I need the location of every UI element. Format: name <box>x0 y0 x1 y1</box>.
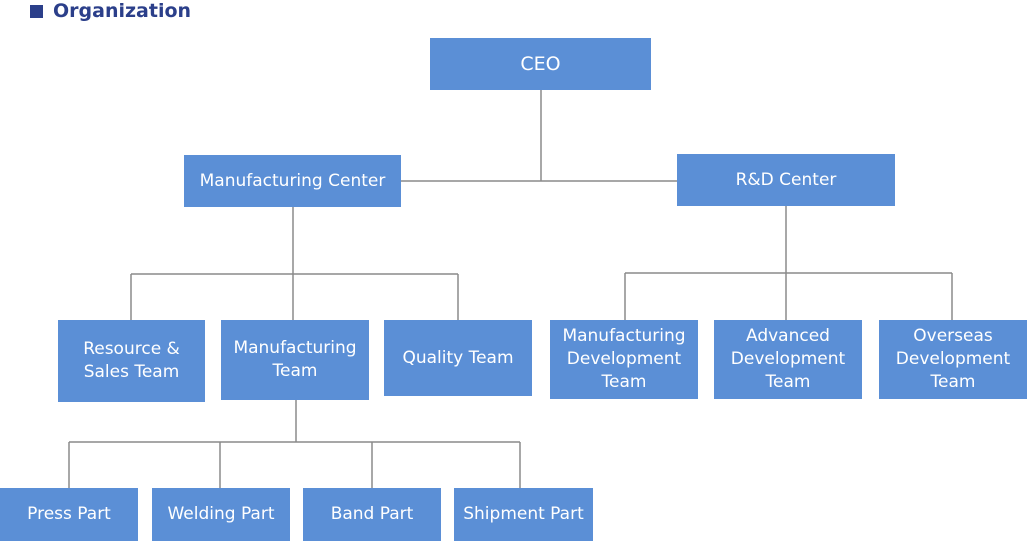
manufacturing-development-team-box: Manufacturing Development Team <box>550 320 698 399</box>
advanced-development-team-box: Advanced Development Team <box>714 320 862 399</box>
overseas-development-team-box: Overseas Development Team <box>879 320 1027 399</box>
square-bullet-icon <box>30 4 43 18</box>
manufacturing-center-box: Manufacturing Center <box>184 155 401 207</box>
shipment-part-box: Shipment Part <box>454 488 593 541</box>
section-title: Organization <box>30 0 191 22</box>
resource-sales-team-box: Resource & Sales Team <box>58 320 205 402</box>
press-part-box: Press Part <box>0 488 138 541</box>
ceo-box: CEO <box>430 38 651 90</box>
rd-center-box: R&D Center <box>677 154 895 206</box>
welding-part-box: Welding Part <box>152 488 290 541</box>
quality-team-box: Quality Team <box>384 320 532 396</box>
section-title-text: Organization <box>53 0 192 22</box>
manufacturing-team-box: Manufacturing Team <box>221 320 369 400</box>
band-part-box: Band Part <box>303 488 441 541</box>
